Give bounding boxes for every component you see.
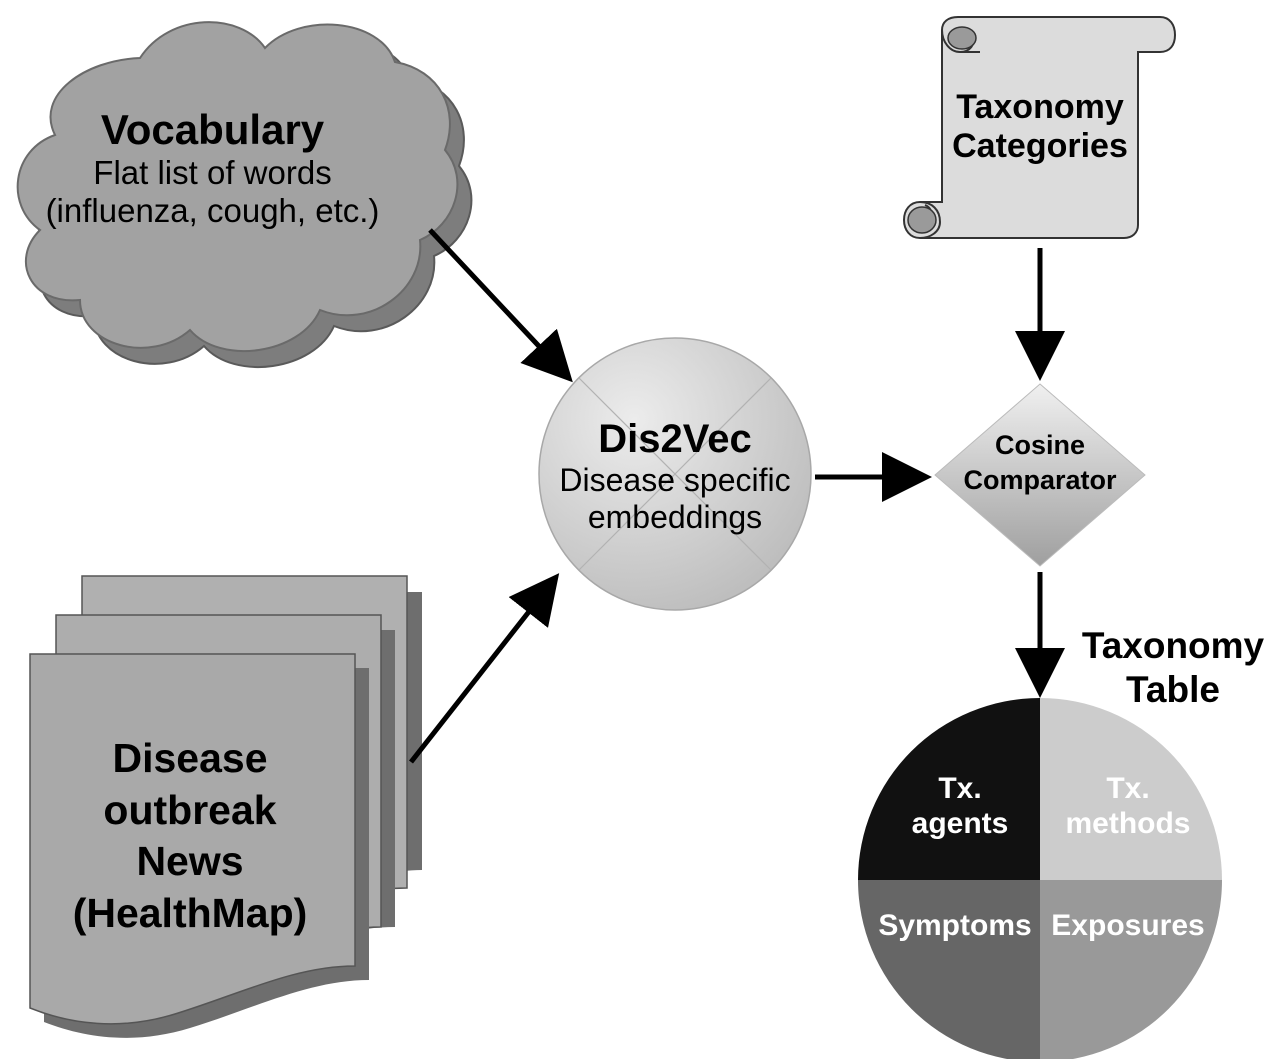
taxonomy-scroll: [902, 16, 1177, 239]
dis2vec-circle: [538, 337, 812, 611]
cosine-line-2: Comparator: [963, 464, 1117, 495]
arrows: [409, 228, 1065, 764]
taxonomy-table-title: Taxonomy Table: [1068, 624, 1278, 713]
dis2vec-label: Dis2Vec Disease specific embeddings: [540, 416, 810, 536]
taxonomy-categories-line-1: Taxonomy: [956, 88, 1124, 126]
dis2vec-cross-line-b: [578, 377, 772, 571]
vocabulary-title: Vocabulary: [100, 106, 325, 153]
cosine-line-1: Cosine: [994, 430, 1086, 460]
scroll-body: [902, 16, 1177, 239]
arrow-vocabulary-to-dis2vec: [428, 228, 573, 383]
vocabulary-line-1: Flat list of words: [93, 154, 332, 192]
cloud-body: [16, 21, 459, 352]
arrow-news-to-dis2vec: [409, 573, 560, 764]
news-document-stack: [29, 575, 422, 1038]
scroll-roll-bottom: [907, 206, 937, 234]
quadrant-agents-line-2: agents: [911, 806, 1009, 840]
news-label: Disease outbreak News (HealthMap): [40, 733, 340, 940]
news-line-2: outbreak: [103, 786, 277, 833]
quadrant-agents-line-1: Tx.: [938, 772, 982, 805]
doc-front: [29, 653, 356, 1025]
vocabulary-cloud: [16, 21, 473, 368]
vocabulary-line-2: (influenza, cough, etc.): [45, 192, 380, 230]
taxonomy-table-title-line-1: Taxonomy: [1081, 625, 1265, 666]
quadrant-exposures-line-1: Exposures: [1051, 909, 1205, 942]
cosine-diamond: [934, 383, 1146, 567]
taxonomy-pie: [858, 698, 1222, 1059]
quadrant-label-agents: Tx. agents: [880, 772, 1040, 841]
taxonomy-table-title-line-2: Table: [1126, 669, 1220, 711]
quadrant-methods-line-1: Tx.: [1106, 772, 1150, 805]
quadrant-label-methods: Tx. methods: [1048, 772, 1208, 841]
pie-quadrant-exposures: [1040, 880, 1222, 1059]
taxonomy-categories-label: Taxonomy Categories: [942, 88, 1138, 166]
news-line-4: (HealthMap): [72, 889, 308, 936]
news-line-3: News: [136, 838, 244, 885]
pie-quadrant-methods: [1040, 698, 1222, 880]
dis2vec-line-2: embeddings: [587, 498, 763, 535]
vocabulary-label: Vocabulary Flat list of words (influenza…: [20, 106, 405, 230]
dis2vec-line-1: Disease specific: [559, 462, 791, 498]
pie-quadrant-symptoms: [858, 880, 1040, 1059]
pie-quadrant-agents: [858, 698, 1040, 880]
dis2vec-title: Dis2Vec: [598, 417, 752, 461]
news-line-1: Disease: [112, 735, 268, 781]
quadrant-symptoms-line-1: Symptoms: [878, 909, 1032, 942]
quadrant-label-exposures: Exposures: [1043, 909, 1213, 944]
cosine-label: Cosine Comparator: [955, 428, 1125, 497]
taxonomy-categories-line-2: Categories: [952, 127, 1128, 166]
scroll-roll-top: [947, 26, 977, 50]
quadrant-label-symptoms: Symptoms: [870, 909, 1040, 944]
quadrant-methods-line-2: methods: [1065, 806, 1191, 840]
